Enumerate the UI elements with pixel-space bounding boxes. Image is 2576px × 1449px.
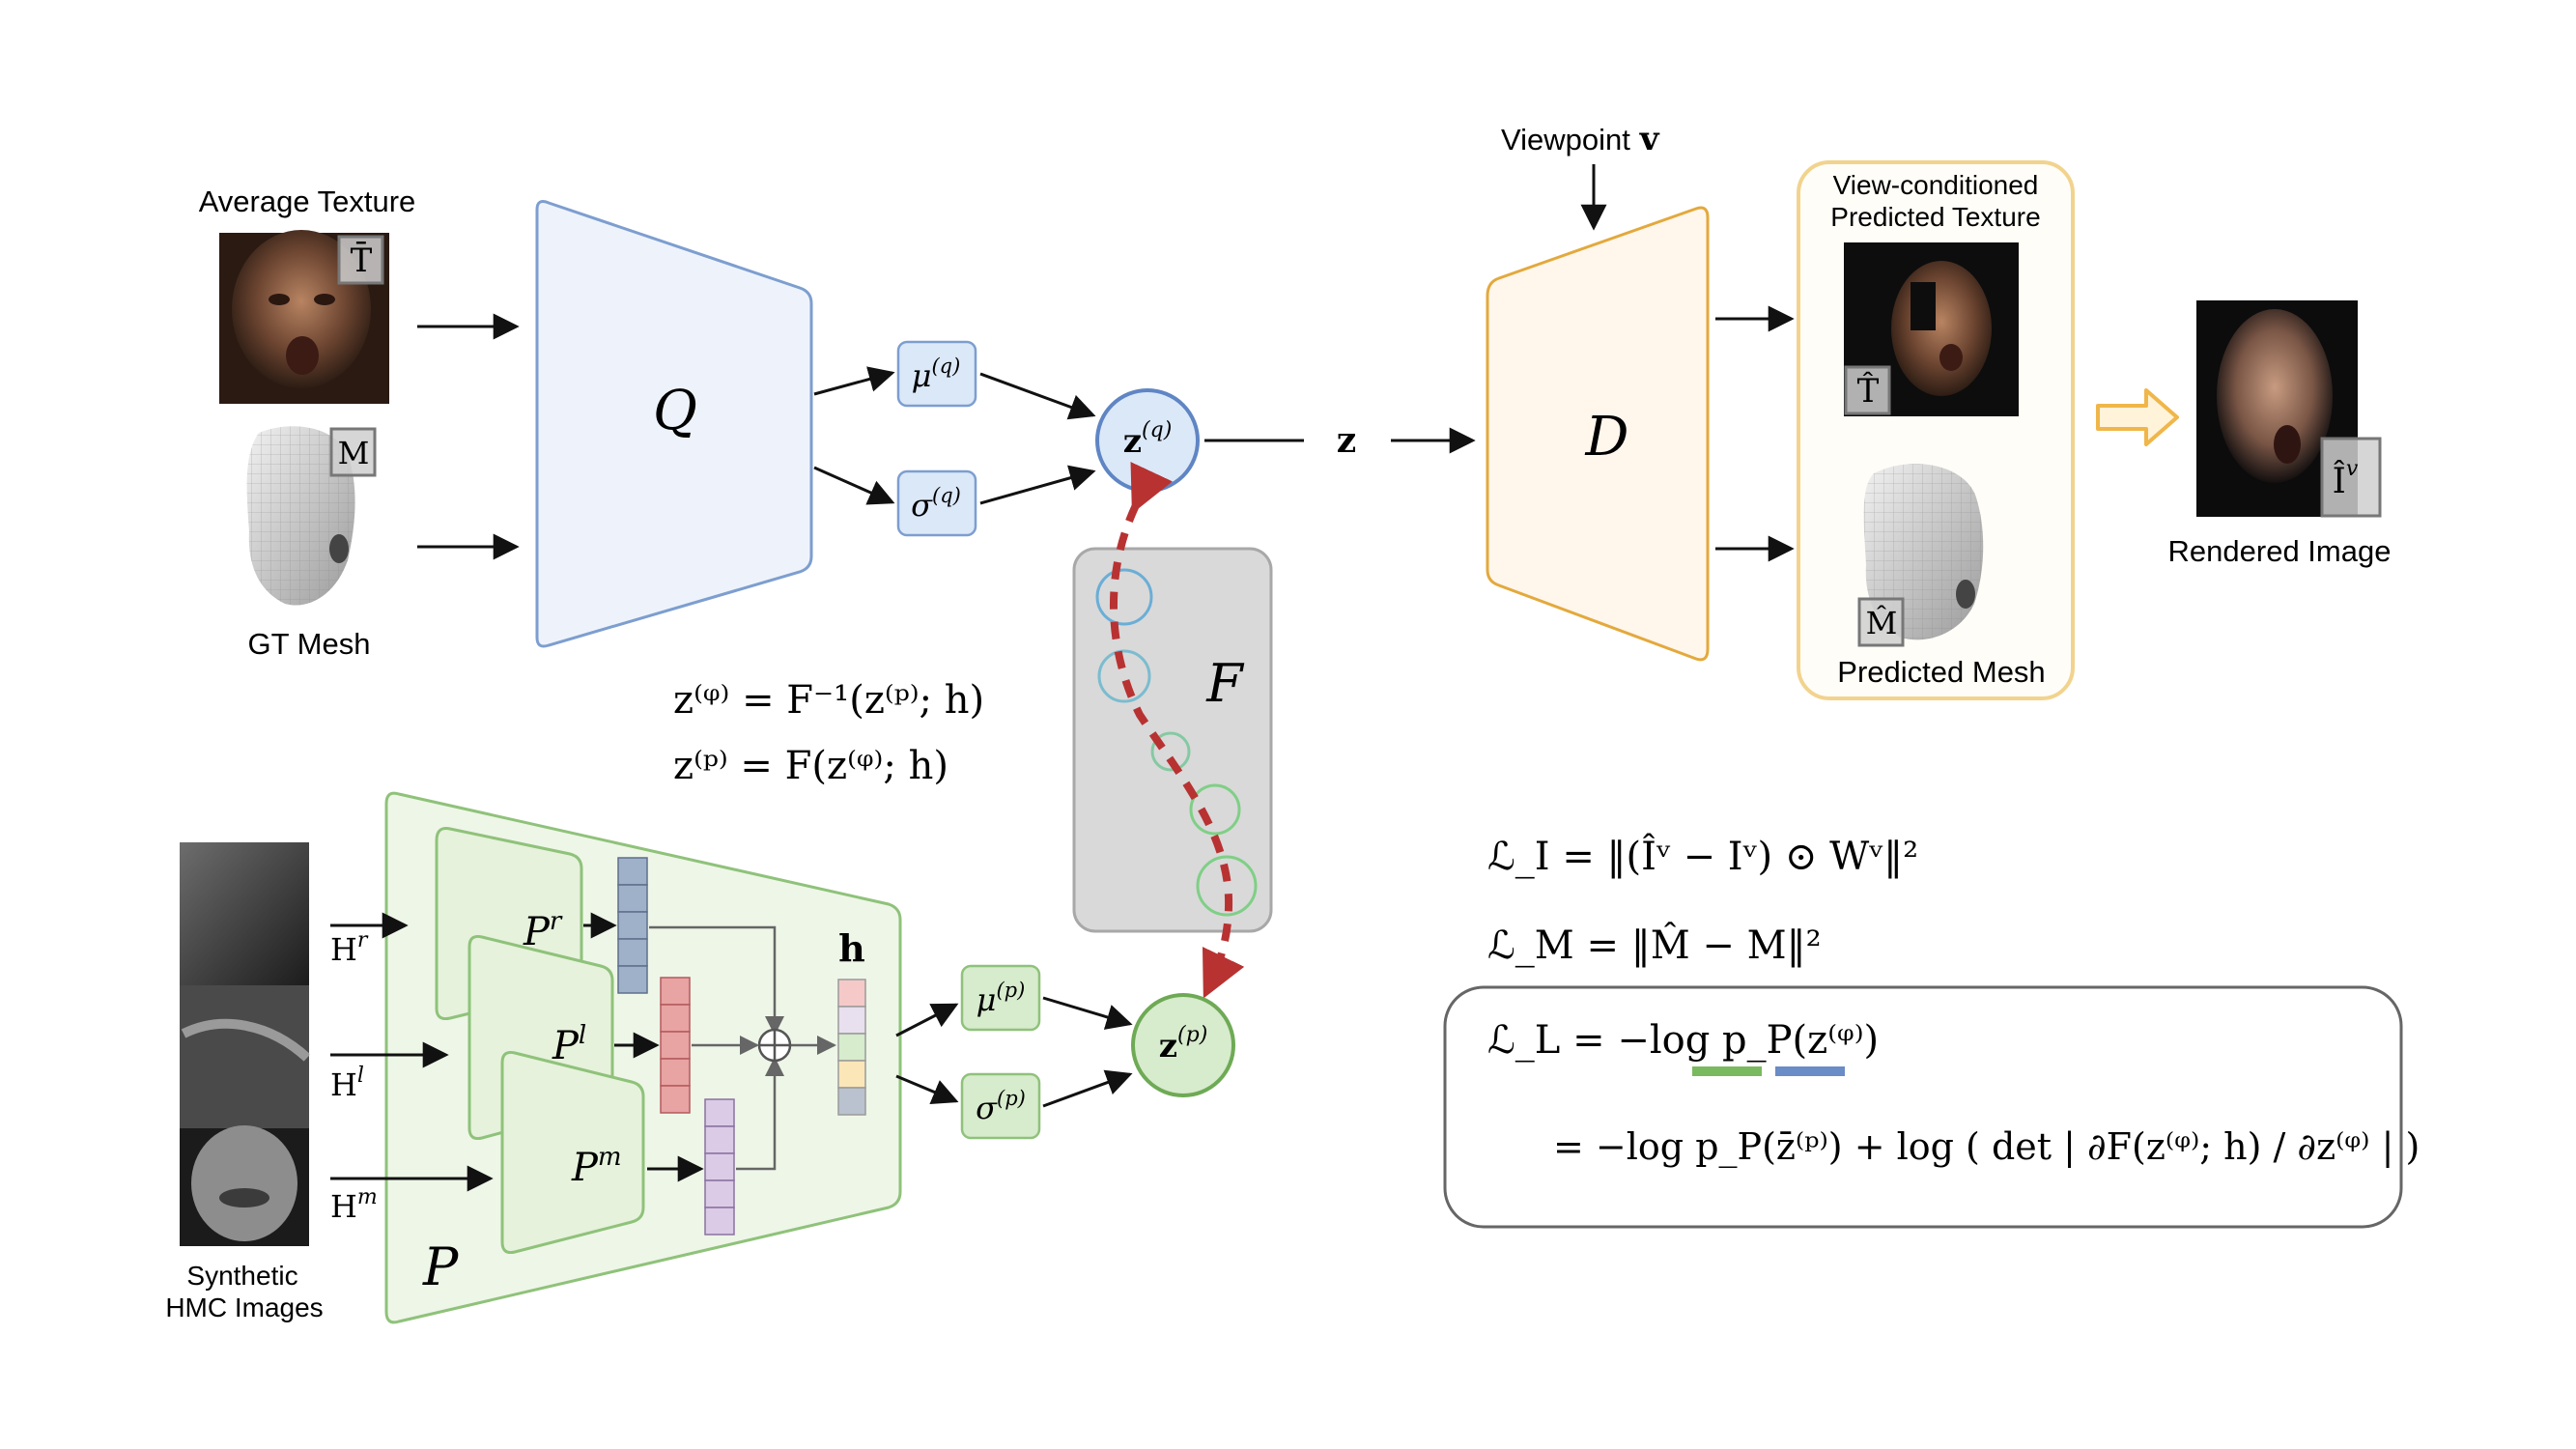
loss-m-equation: ℒ_M = ‖M̂ − M‖² xyxy=(1487,923,1822,968)
sum-operator xyxy=(757,1028,792,1063)
hmc-image-left xyxy=(180,985,309,1128)
sub-encoder-pr-label: Pr xyxy=(523,907,563,954)
sigma-q-to-zq-arrow xyxy=(979,465,1096,505)
predicted-mesh-label: Predicted Mesh xyxy=(1837,655,2045,689)
encoder-q xyxy=(535,200,813,648)
h-label: h xyxy=(838,926,865,970)
q-to-mu-arrow xyxy=(813,366,895,396)
feature-vector-r xyxy=(617,857,648,994)
m-hat-badge: M̂ xyxy=(1857,597,1905,647)
hmc-images-label: HMC Images xyxy=(165,1293,323,1322)
svg-text:z(q): z(q) xyxy=(1123,418,1173,461)
predicted-mesh-image xyxy=(1863,464,1984,640)
mu-q-box: μ(q) xyxy=(896,340,977,408)
sigma-q-box: σ(q) xyxy=(896,469,977,537)
t-bar-badge: T̄ xyxy=(337,235,384,285)
hmc-images xyxy=(180,842,311,1246)
flow-forward-equation: z⁽ᵖ⁾ = F(z⁽ᵠ⁾; h) xyxy=(673,744,948,788)
prior-p-label: P xyxy=(422,1236,460,1297)
svg-text:σ(p): σ(p) xyxy=(976,1087,1026,1126)
svg-text:T̂: T̂ xyxy=(1857,371,1880,411)
svg-text:z(p): z(p) xyxy=(1159,1023,1208,1065)
predicted-texture-label: Predicted Texture xyxy=(1830,202,2040,232)
m-badge: M xyxy=(329,427,377,477)
sub-encoder-pl-label: Pl xyxy=(552,1021,586,1068)
loss-l-box xyxy=(1443,985,2403,1229)
q-to-sigma-arrow xyxy=(813,466,895,505)
svg-text:T̄: T̄ xyxy=(351,241,373,280)
decoder-d-label: D xyxy=(1585,406,1629,469)
mu-p-box: μ(p) xyxy=(960,964,1041,1032)
render-arrow xyxy=(2096,388,2179,446)
zp-node: z(p) xyxy=(1131,993,1235,1097)
loss-l-line2: = −log p_P(z̄⁽ᵖ⁾) + log ( det | ∂F(z⁽ᵠ⁾;… xyxy=(1553,1125,2420,1169)
svg-text:M: M xyxy=(338,435,370,471)
gt-mesh-image xyxy=(246,426,355,606)
svg-text:M̂: M̂ xyxy=(1866,605,1898,641)
hm-label: Hm xyxy=(330,1185,378,1225)
h-to-mu-arrow xyxy=(895,1003,959,1037)
sub-encoder-pm-label: Pm xyxy=(571,1143,622,1190)
sub-encoder-pm xyxy=(500,1051,645,1254)
zq-node: z(q) xyxy=(1095,388,1200,493)
gt-mesh-label: GT Mesh xyxy=(248,627,371,661)
svg-text:μ(p): μ(p) xyxy=(977,979,1026,1018)
hmc-image-right xyxy=(180,842,309,985)
viewpoint-label: Viewpoint v xyxy=(1501,120,1660,158)
view-conditioned-label: View-conditioned xyxy=(1833,170,2039,200)
z-label: z xyxy=(1337,420,1356,461)
average-texture-label: Average Texture xyxy=(199,185,416,218)
feature-vector-l xyxy=(660,977,691,1114)
loss-i-equation: ℒ_I = ‖(Îᵛ − Iᵛ) ⊙ Wᵛ‖² xyxy=(1487,834,1918,879)
sigma-p-box: σ(p) xyxy=(960,1072,1041,1140)
loss-l-line1: ℒ_L = −log p_P(z⁽ᵠ⁾) xyxy=(1487,1018,1879,1063)
flow-f-label: F xyxy=(1205,653,1245,714)
synthetic-label: Synthetic xyxy=(186,1261,297,1291)
hr-label: Hr xyxy=(330,928,369,968)
svg-text:σ(q): σ(q) xyxy=(911,484,961,524)
mu-q-to-zq-arrow xyxy=(979,372,1096,420)
decoder-d xyxy=(1486,206,1710,662)
feature-vector-m xyxy=(704,1098,735,1236)
t-hat-badge: T̂ xyxy=(1844,365,1891,415)
prior-underline-green xyxy=(1692,1066,1762,1076)
flow-f-box: F xyxy=(1072,547,1273,933)
sum-connectors xyxy=(649,925,836,1171)
svg-text:μ(q): μ(q) xyxy=(912,355,961,394)
sigma-p-to-zp-arrow xyxy=(1042,1069,1133,1108)
h-to-sigma-arrow xyxy=(895,1074,959,1105)
rendered-image-label: Rendered Image xyxy=(2168,534,2392,568)
encoder-q-label: Q xyxy=(653,380,697,442)
latent-underline-blue xyxy=(1775,1066,1845,1076)
mu-p-to-zp-arrow xyxy=(1042,996,1133,1030)
svg-text:Îv: Îv xyxy=(2333,457,2359,501)
flow-path-arrow xyxy=(1109,462,1245,999)
flow-inverse-equation: z⁽ᵠ⁾ = F⁻¹(z⁽ᵖ⁾; h) xyxy=(673,678,984,723)
h-vector xyxy=(837,979,866,1116)
hl-label: Hl xyxy=(330,1064,364,1103)
i-hat-badge: Îv xyxy=(2320,437,2382,518)
